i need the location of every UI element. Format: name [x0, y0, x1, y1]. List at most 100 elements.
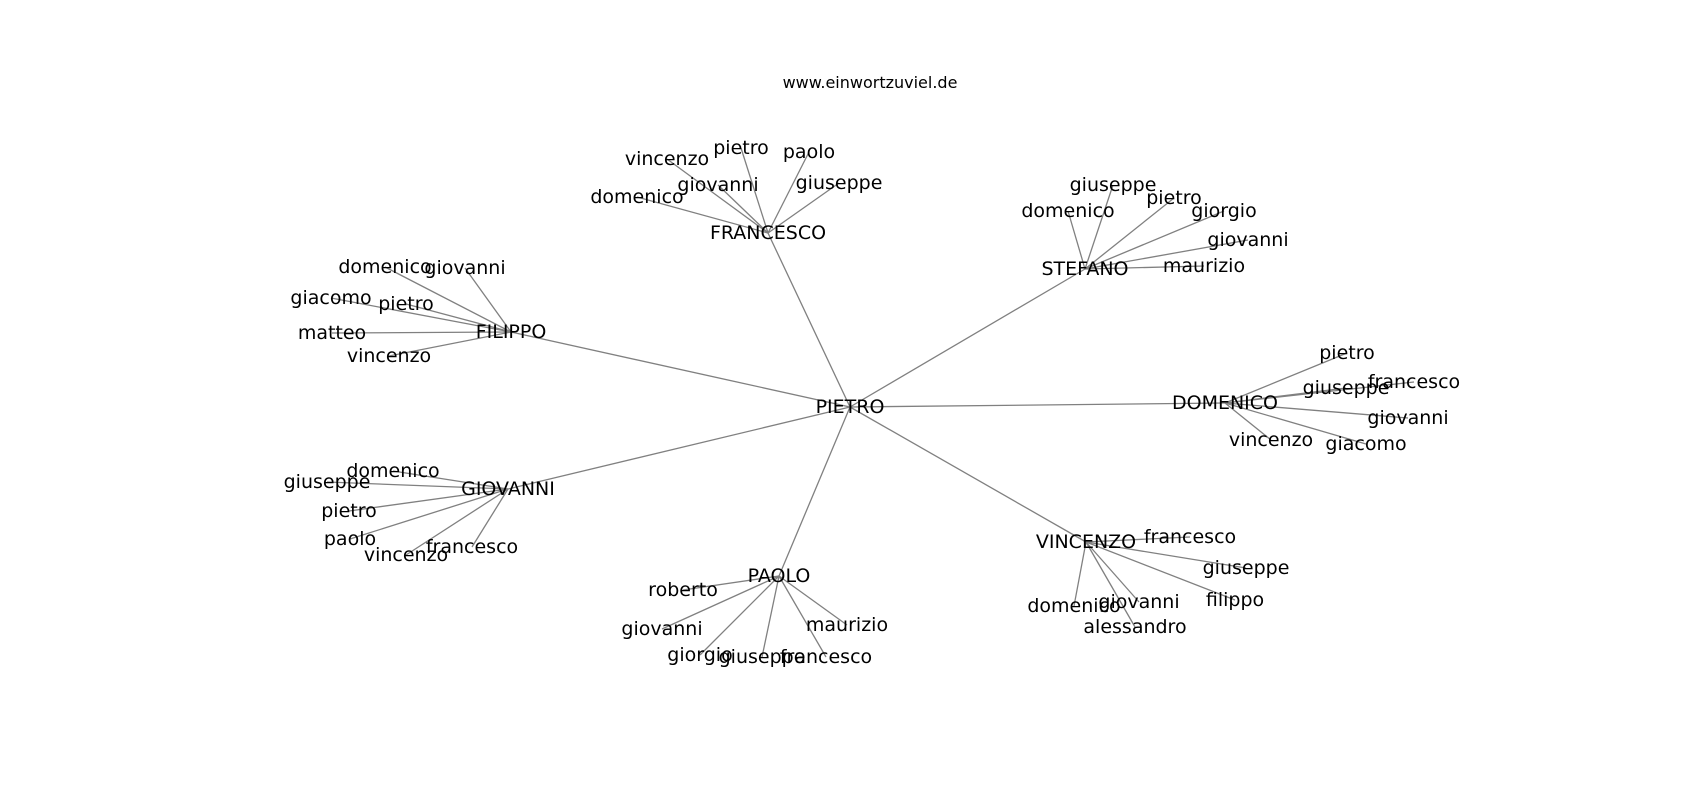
edge-giovanni-domenico [392, 470, 509, 490]
edge-paolo-giovanni [661, 575, 780, 630]
leaf-node-label-francesco-giovanni: giovanni [677, 174, 758, 196]
leaf-node-label-filippo-giacomo: giacomo [290, 287, 371, 309]
leaf-node-label-paolo-giuseppe: giuseppe [719, 646, 806, 668]
leaf-node-label-vincenzo-giuseppe: giuseppe [1203, 557, 1290, 579]
edge-filippo-vincenzo [388, 331, 512, 357]
edge-vincenzo-alessandro [1085, 541, 1136, 628]
leaf-node-label-vincenzo-filippo: filippo [1206, 589, 1264, 611]
edge-stefano-giovanni [1084, 239, 1249, 270]
edge-root-francesco [767, 232, 851, 408]
edge-paolo-giorgio [699, 575, 780, 656]
leaf-node-label-filippo-pietro: pietro [378, 293, 434, 315]
leaf-node-label-filippo-domenico: domenico [338, 256, 431, 278]
leaf-node-label-francesco-pietro: pietro [713, 137, 769, 159]
leaf-node-label-paolo-maurizio: maurizio [806, 614, 888, 636]
edge-francesco-paolo [767, 151, 810, 234]
leaf-node-label-domenico-francesco: francesco [1368, 371, 1460, 393]
leaf-node-label-domenico-vincenzo: vincenzo [1229, 429, 1313, 451]
edge-vincenzo-domenico [1073, 541, 1087, 607]
leaf-node-label-giovanni-vincenzo: vincenzo [364, 544, 448, 566]
edges-layer [326, 147, 1415, 658]
edge-giovanni-paolo [349, 488, 509, 540]
hub-node-label-domenico: DOMENICO [1172, 392, 1278, 414]
edge-vincenzo-francesco [1085, 536, 1191, 543]
hub-node-label-filippo: FILIPPO [476, 321, 547, 343]
edge-filippo-pietro [405, 303, 512, 333]
edge-stefano-domenico [1067, 210, 1086, 270]
leaf-node-label-stefano-domenico: domenico [1021, 200, 1114, 222]
leaf-node-label-stefano-giovanni: giovanni [1207, 229, 1288, 251]
leaf-node-label-paolo-roberto: roberto [648, 579, 718, 601]
hub-node-label-giovanni: GIOVANNI [461, 478, 555, 500]
edge-filippo-giacomo [330, 297, 512, 333]
site-title: www.einwortzuviel.de [783, 73, 958, 92]
edge-filippo-matteo [331, 331, 512, 334]
leaf-node-label-vincenzo-alessandro: alessandro [1083, 616, 1186, 638]
edge-giovanni-pietro [348, 488, 509, 512]
leaf-node-label-filippo-vincenzo: vincenzo [347, 345, 431, 367]
leaf-node-label-domenico-giovanni: giovanni [1367, 407, 1448, 429]
edge-root-domenico [849, 402, 1226, 408]
edge-vincenzo-filippo [1085, 541, 1236, 601]
edge-paolo-maurizio [778, 575, 848, 626]
edge-paolo-roberto [682, 575, 780, 591]
root-node-label: PIETRO [816, 396, 885, 418]
leaf-node-label-paolo-giorgio: giorgio [667, 644, 732, 666]
leaf-node-label-paolo-francesco: francesco [780, 646, 872, 668]
leaf-node-label-giovanni-paolo: paolo [324, 528, 376, 550]
edge-filippo-domenico [384, 266, 512, 333]
leaf-node-label-stefano-maurizio: maurizio [1163, 255, 1245, 277]
leaf-node-label-domenico-giuseppe: giuseppe [1303, 377, 1390, 399]
leaf-node-label-filippo-giovanni: giovanni [424, 257, 505, 279]
leaf-node-label-domenico-pietro: pietro [1319, 342, 1375, 364]
edge-paolo-giuseppe [761, 575, 780, 658]
edge-root-paolo [778, 406, 851, 577]
leaf-node-label-stefano-giorgio: giorgio [1191, 200, 1256, 222]
hub-node-label-paolo: PAOLO [748, 565, 811, 587]
edge-paolo-francesco [778, 575, 827, 658]
edge-vincenzo-giovanni [1085, 541, 1140, 603]
edge-stefano-pietro [1084, 197, 1175, 270]
edge-root-filippo [510, 331, 851, 408]
leaf-node-label-paolo-giovanni: giovanni [621, 618, 702, 640]
edge-vincenzo-giuseppe [1085, 541, 1247, 569]
edge-root-stefano [849, 268, 1086, 408]
edge-domenico-giovanni [1224, 402, 1409, 419]
leaf-node-label-giovanni-pietro: pietro [321, 500, 377, 522]
leaf-node-label-stefano-giuseppe: giuseppe [1070, 174, 1157, 196]
hub-node-label-stefano: STEFANO [1041, 258, 1128, 280]
edge-root-vincenzo [849, 406, 1087, 543]
leaf-node-label-francesco-vincenzo: vincenzo [625, 148, 709, 170]
leaf-node-label-giovanni-francesco: francesco [426, 536, 518, 558]
edge-domenico-giuseppe [1224, 387, 1347, 404]
edge-domenico-vincenzo [1224, 402, 1272, 441]
hub-node-label-francesco: FRANCESCO [710, 222, 826, 244]
leaf-node-label-francesco-giuseppe: giuseppe [796, 172, 883, 194]
edge-giovanni-vincenzo [405, 488, 509, 556]
leaf-node-label-francesco-domenico: domenico [590, 186, 683, 208]
leaf-node-label-giovanni-domenico: domenico [346, 460, 439, 482]
leaf-node-label-francesco-paolo: paolo [783, 141, 835, 163]
hub-node-label-vincenzo: VINCENZO [1036, 531, 1136, 553]
leaf-node-label-domenico-giacomo: giacomo [1325, 433, 1406, 455]
edge-francesco-domenico [636, 196, 769, 234]
edge-root-giovanni [507, 406, 851, 490]
edge-stefano-giorgio [1084, 210, 1225, 270]
leaf-node-label-giovanni-giuseppe: giuseppe [284, 471, 371, 493]
leaf-node-label-filippo-matteo: matteo [298, 322, 366, 344]
leaf-node-label-vincenzo-francesco: francesco [1144, 526, 1236, 548]
edge-francesco-vincenzo [666, 158, 769, 234]
edge-stefano-maurizio [1084, 265, 1205, 270]
leaf-node-label-vincenzo-domenico: domenico [1027, 595, 1120, 617]
edge-domenico-giacomo [1224, 402, 1367, 445]
edge-stefano-giuseppe [1084, 184, 1114, 270]
edge-domenico-pietro [1224, 352, 1348, 404]
edge-giovanni-francesco [471, 488, 509, 548]
edge-filippo-giovanni [464, 267, 512, 333]
edge-francesco-giovanni [717, 184, 769, 234]
leaf-node-label-stefano-pietro: pietro [1146, 187, 1202, 209]
leaf-node-label-vincenzo-giovanni: giovanni [1098, 591, 1179, 613]
edge-giovanni-giuseppe [326, 481, 509, 490]
